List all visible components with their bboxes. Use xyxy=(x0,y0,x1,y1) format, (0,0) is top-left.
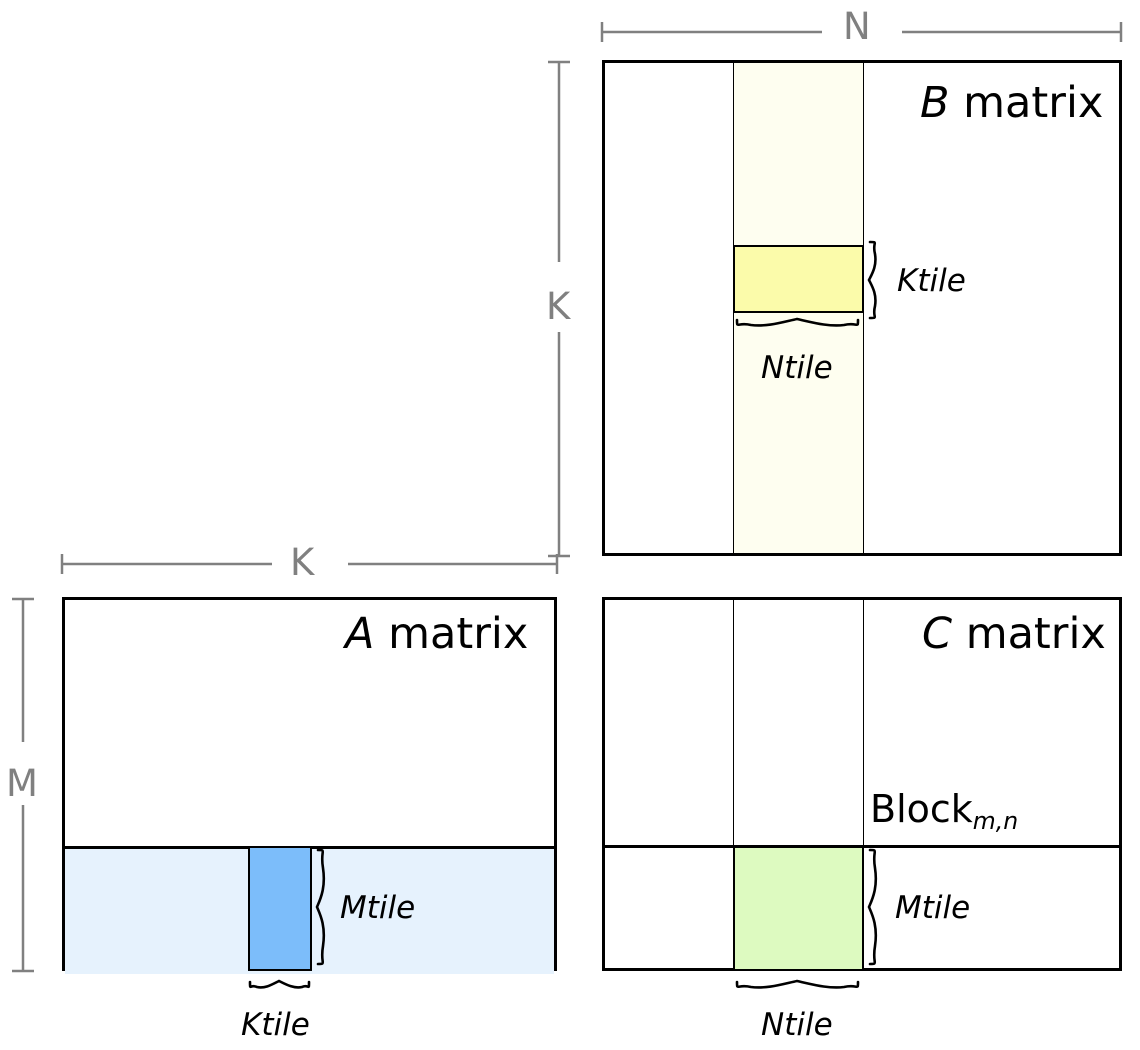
c-matrix-gridline-right xyxy=(863,600,864,846)
dimension-marker-k-vertical xyxy=(548,60,570,558)
a-matrix-label-text: matrix xyxy=(374,609,529,659)
a-matrix-ktile-brace xyxy=(248,979,311,989)
dimension-marker-n xyxy=(600,22,1123,42)
a-matrix-mtile-label: Mtile xyxy=(340,890,416,926)
dimension-marker-m xyxy=(12,597,34,973)
c-matrix-block-label-text: Block xyxy=(870,787,973,831)
dimension-label-m: M xyxy=(6,762,38,805)
c-matrix-mtile-brace xyxy=(867,848,878,966)
b-matrix-box xyxy=(602,60,1122,556)
c-matrix-box xyxy=(602,597,1122,971)
c-matrix-block-tile xyxy=(733,845,864,971)
b-matrix-label-text: matrix xyxy=(949,78,1104,128)
c-matrix-block-label: Blockm,n xyxy=(870,787,1018,833)
a-matrix-label: A matrix xyxy=(345,613,528,656)
c-matrix-mtile-label: Mtile xyxy=(895,890,971,926)
c-matrix-ntile-brace xyxy=(735,979,860,989)
c-matrix-label-symbol: C xyxy=(922,609,953,659)
c-matrix-label-text: matrix xyxy=(952,609,1106,659)
a-matrix-mtile-brace xyxy=(315,848,326,966)
c-matrix-ntile-label: Ntile xyxy=(761,1007,833,1043)
b-matrix-label-symbol: B xyxy=(920,78,950,128)
c-matrix-block-label-subscript: m,n xyxy=(972,807,1019,836)
dimension-marker-k-horizontal xyxy=(60,554,559,574)
c-matrix-gridline-left xyxy=(733,600,734,846)
b-matrix-ktile-tile xyxy=(733,245,864,313)
dimension-label-n: N xyxy=(843,5,871,48)
c-matrix-gridline-row xyxy=(605,845,1119,848)
c-matrix-label: C matrix xyxy=(922,613,1106,656)
b-matrix-ktile-brace xyxy=(867,240,877,320)
a-matrix-box xyxy=(62,597,557,974)
b-matrix-ntile-brace xyxy=(735,317,860,327)
dimension-label-k-vertical: K xyxy=(546,285,571,328)
b-matrix-ntile-label: Ntile xyxy=(761,350,833,386)
b-matrix-ktile-label: Ktile xyxy=(897,263,966,299)
b-matrix-label: B matrix xyxy=(920,82,1103,125)
a-matrix-label-symbol: A xyxy=(345,609,375,659)
a-matrix-ktile-tile xyxy=(248,846,312,971)
a-matrix-ktile-label: Ktile xyxy=(241,1007,310,1043)
dimension-label-k-horizontal: K xyxy=(290,541,315,584)
